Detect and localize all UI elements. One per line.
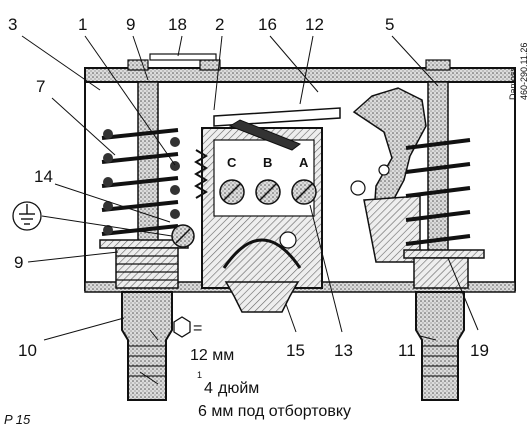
right-fitting-thread [422,345,458,377]
top-screw-middle [199,59,221,71]
ground-icon [12,201,42,231]
thread-numerator: 1 [197,370,202,380]
hex-size: 12 мм [190,347,234,364]
callout-8: 9 [126,15,135,34]
right-lever [352,87,427,216]
top-screw-left [127,59,149,71]
central-nozzle [224,281,300,313]
callout-12: 12 [305,15,324,34]
left-fitting-thread [128,345,166,377]
right-spring-seat [403,249,485,259]
left-bellows-folds [116,255,178,281]
figure-id: P 15 [4,412,31,427]
top-screw-right [425,59,451,71]
terminal-screws [219,179,317,205]
side-brand: Danfoss [508,66,518,100]
leader-lines [21,35,479,385]
left-spindle [137,81,159,243]
callout-1: 1 [78,15,87,34]
thread-denominator: 4 [204,380,213,397]
callout-16: 16 [258,15,277,34]
terminal-label-a: A [299,155,309,170]
diaphragm-arc [222,238,302,269]
right-bellows [413,257,469,289]
terminal-face [213,139,315,217]
left-spring-section [103,129,180,235]
callout-3: 3 [8,15,17,34]
callout-7: 7 [36,77,45,96]
thread-unit: дюйм [218,380,259,397]
side-code: 460-290.11.26 [519,43,529,100]
left-spring [101,128,179,236]
callout-14: 14 [34,167,53,186]
right-lever-pivot [378,164,390,176]
hex-icon [173,316,191,338]
right-hole [350,180,366,196]
callout-19: 19 [470,341,489,360]
callout-5: 5 [385,15,394,34]
flare-note: 6 мм под отбортовку [198,403,351,420]
right-spring [405,138,471,246]
left-bellows [115,247,179,289]
callout-13: 13 [334,341,353,360]
contact-lever [213,107,341,127]
top-adjuster [149,53,217,61]
diaphragm-dot [279,231,297,249]
callout-2: 2 [215,15,224,34]
callout-15: 15 [286,341,305,360]
callout-10: 10 [18,341,37,360]
range-spring [194,149,208,199]
hex-equals: = [193,320,202,337]
contact-arm [228,119,302,151]
terminal-label-c: C [227,155,237,170]
callout-18: 18 [168,15,187,34]
terminal-label-b: B [263,155,272,170]
callout-11: 11 [398,341,416,360]
callout-9: 9 [14,253,23,272]
